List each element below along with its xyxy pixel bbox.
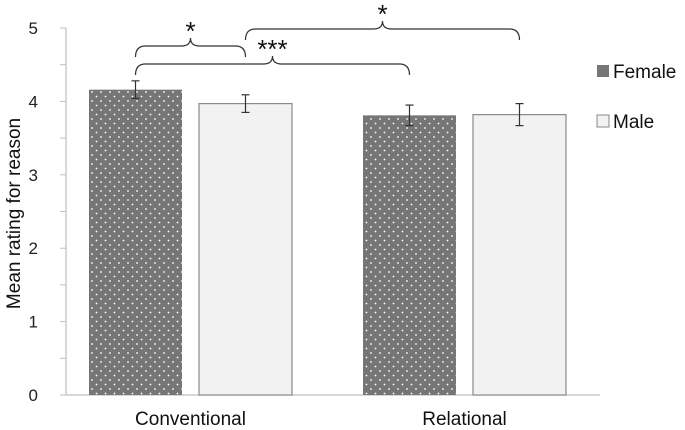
legend-swatch-female bbox=[597, 65, 609, 77]
y-tick-label: 5 bbox=[29, 19, 38, 38]
significance-bracket bbox=[134, 55, 411, 76]
bar-male-conventional bbox=[198, 103, 293, 396]
bar-male-relational bbox=[472, 114, 567, 396]
y-tick-label: 2 bbox=[29, 239, 38, 258]
y-tick-label: 1 bbox=[29, 313, 38, 332]
legend-item-female: Female bbox=[597, 62, 676, 83]
significance-marker: * bbox=[377, 0, 387, 29]
y-axis-title: Mean rating for reason bbox=[4, 118, 25, 309]
error-bar-female-conventional bbox=[131, 80, 140, 100]
significance-marker: * bbox=[185, 16, 195, 46]
significance-bracket bbox=[244, 20, 521, 41]
error-bar-male-relational bbox=[515, 103, 524, 127]
x-category-label: Conventional bbox=[135, 409, 246, 430]
y-tick-label: 0 bbox=[29, 386, 38, 405]
x-category-label: Relational bbox=[422, 409, 507, 430]
bar-female-conventional bbox=[89, 89, 182, 395]
legend-item-male: Male bbox=[596, 112, 654, 133]
legend-swatch-male bbox=[596, 114, 610, 128]
significance-bracket bbox=[134, 37, 247, 58]
legend-label: Male bbox=[613, 112, 654, 133]
bar-female-relational bbox=[363, 115, 456, 395]
legend-label: Female bbox=[613, 62, 676, 83]
error-bar-female-relational bbox=[405, 104, 414, 127]
error-bar-male-conventional bbox=[241, 94, 250, 114]
y-tick-label: 4 bbox=[29, 92, 38, 111]
y-tick-label: 3 bbox=[29, 166, 38, 185]
significance-marker: *** bbox=[257, 34, 287, 64]
